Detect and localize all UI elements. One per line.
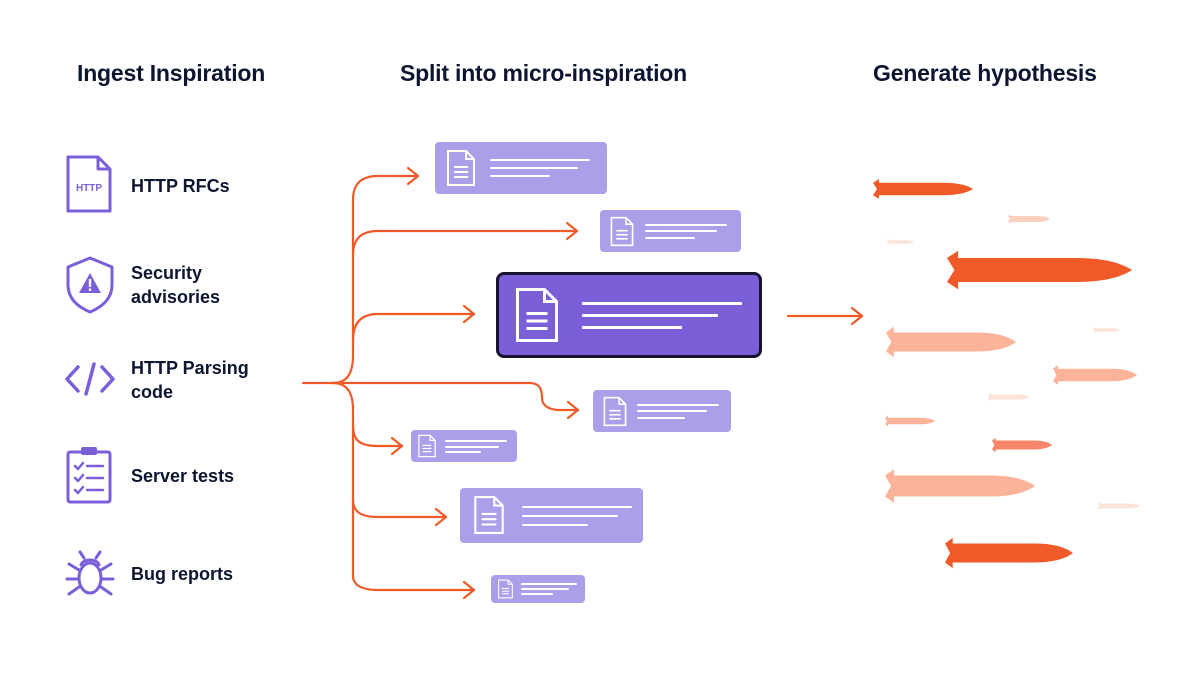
document-icon <box>447 150 475 186</box>
text-line <box>522 506 632 508</box>
bug-icon <box>64 545 116 603</box>
shield-warning-icon <box>64 256 116 314</box>
text-line <box>582 326 682 329</box>
text-line <box>490 175 550 177</box>
ingest-title: Ingest Inspiration <box>77 60 266 86</box>
rocket-icon <box>1093 327 1120 333</box>
micro-card <box>435 142 607 194</box>
document-icon <box>474 496 504 534</box>
rocket-icon <box>947 250 1132 290</box>
text-line <box>522 524 588 526</box>
micro-card-selected <box>496 272 762 358</box>
source-http-parsing-code: HTTP Parsing code <box>64 350 249 408</box>
rocket-icon <box>1098 502 1140 510</box>
text-line <box>490 159 590 161</box>
text-line <box>582 314 718 317</box>
text-line <box>521 593 553 595</box>
micro-card <box>491 575 585 603</box>
text-line <box>637 410 707 412</box>
source-label: HTTP Parsing code <box>131 358 249 402</box>
micro-card <box>600 210 741 252</box>
rocket-icon <box>1053 365 1137 385</box>
document-icon <box>610 216 634 247</box>
source-label: Bug reports <box>131 564 234 584</box>
http-icon-text: HTTP <box>76 183 102 194</box>
clipboard-checklist-icon <box>64 446 116 504</box>
source-bug-reports: Bug reports <box>64 545 233 603</box>
micro-card <box>411 430 517 462</box>
text-line <box>645 224 727 226</box>
rocket-icon <box>887 239 914 245</box>
document-icon <box>498 579 513 599</box>
text-line <box>637 417 685 419</box>
source-http-rfcs: HTTP HTTP RFCs <box>64 155 230 214</box>
code-brackets-icon <box>64 350 116 408</box>
document-icon <box>516 288 558 342</box>
rocket-icon <box>988 393 1030 401</box>
source-server-tests: Server tests <box>64 446 234 504</box>
micro-card <box>593 390 731 432</box>
source-label: Security advisories <box>131 263 221 307</box>
text-line <box>582 302 742 305</box>
text-line <box>490 167 578 169</box>
split-title: Split into micro-inspiration <box>400 60 688 86</box>
document-icon <box>418 434 436 458</box>
http-file-icon: HTTP <box>64 155 116 214</box>
rocket-icon <box>992 437 1052 453</box>
text-line <box>521 583 577 585</box>
rocket-icon <box>886 326 1016 358</box>
rocket-icon <box>885 469 1035 503</box>
text-line <box>645 230 717 232</box>
rocket-icon <box>1008 214 1050 224</box>
text-line <box>637 404 719 406</box>
text-line <box>445 451 481 453</box>
generate-title: Generate hypothesis <box>873 60 1097 86</box>
rocket-icon <box>945 537 1073 569</box>
text-line <box>445 440 507 442</box>
text-line <box>445 446 499 448</box>
rocket-icon <box>885 415 935 427</box>
document-icon <box>603 396 627 427</box>
source-label: Server tests <box>131 466 235 486</box>
micro-card <box>460 488 643 543</box>
rocket-icon <box>873 179 973 199</box>
source-security-advisories: Security advisories <box>64 256 220 314</box>
text-line <box>522 515 618 517</box>
text-line <box>521 588 569 590</box>
text-line <box>645 237 695 239</box>
source-label: HTTP RFCs <box>131 176 230 196</box>
